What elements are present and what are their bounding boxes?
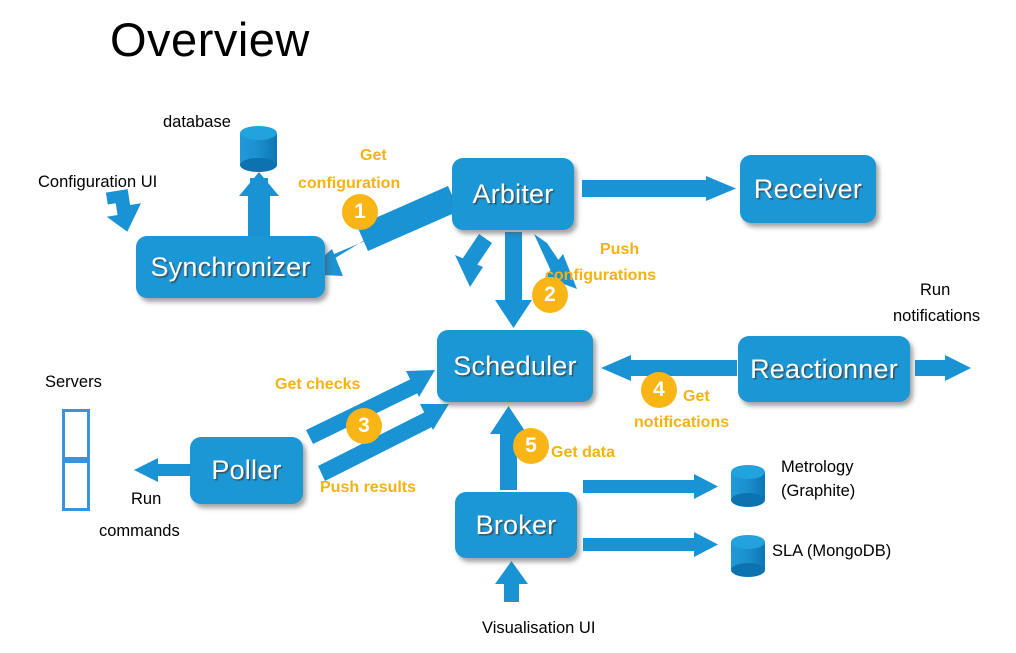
run-notifications-label-line1: Run	[920, 281, 951, 299]
arrow-broker-to-scheduler	[490, 406, 527, 490]
node-synchronizer-label: Synchronizer	[150, 251, 311, 282]
step-badge-5: 5	[513, 428, 549, 464]
step-badge-3: 3	[346, 408, 382, 444]
arrow-poller-to-scheduler-push-results	[318, 404, 449, 481]
cylinder-bottom	[240, 158, 277, 172]
arrow-poller-to-servers	[134, 458, 192, 482]
arrow-reactionner-run-notifications	[915, 355, 971, 381]
step-badge-5-number: 5	[525, 434, 537, 457]
arrow-arbiter-to-scheduler	[495, 232, 532, 328]
get-checks-label: Get checks	[275, 376, 361, 393]
server-icon-1	[62, 409, 90, 460]
node-poller-label: Poller	[211, 455, 282, 485]
node-poller[interactable]: Poller	[190, 437, 303, 504]
get-notifications-label-line2: notifications	[634, 414, 730, 431]
node-reactionner-label: Reactionner	[750, 353, 898, 384]
arrow-arbiter-fan-right	[534, 234, 577, 289]
page-title: Overview	[110, 13, 310, 66]
metrology-label-line1: Metrology	[781, 458, 854, 476]
arrow-visualisation-ui-to-broker	[495, 561, 528, 602]
get-configuration-label-line2: configuration	[298, 175, 401, 192]
step-badge-2: 2	[532, 277, 568, 313]
node-broker[interactable]: Broker	[455, 492, 577, 558]
cylinder-top	[731, 465, 765, 479]
node-synchronizer[interactable]: Synchronizer	[136, 236, 325, 298]
sla-label: SLA (MongoDB)	[772, 542, 892, 560]
cylinder-top	[240, 126, 277, 140]
step-badge-1-number: 1	[354, 200, 366, 223]
arrow-arbiter-to-synchronizer	[303, 186, 459, 276]
step-badge-2-number: 2	[544, 283, 556, 306]
arrow-arbiter-fan-left	[455, 234, 492, 287]
configuration-ui-label: Configuration UI	[38, 173, 158, 191]
database-icon-config	[240, 126, 277, 172]
step-badge-4: 4	[641, 372, 677, 408]
database-icon-sla	[731, 535, 765, 577]
run-commands-label-line2: commands	[99, 522, 180, 540]
get-data-label: Get data	[551, 444, 616, 461]
step-badge-1: 1	[342, 194, 378, 230]
arrow-broker-to-metrology	[583, 474, 718, 499]
node-reactionner[interactable]: Reactionner	[738, 336, 910, 402]
database-icon-metrology	[731, 465, 765, 507]
run-commands-label-line1: Run	[131, 490, 162, 508]
push-configurations-label-line1: Push	[600, 241, 640, 258]
arrow-configuration-ui-to-synchronizer	[105, 189, 141, 232]
arrow-synchronizer-to-database	[239, 172, 279, 240]
run-notifications-label-line2: notifications	[893, 307, 981, 325]
metrology-label-line2: (Graphite)	[781, 482, 856, 500]
arrow-broker-to-sla	[583, 532, 718, 557]
node-receiver-label: Receiver	[753, 173, 863, 204]
cylinder-top	[731, 535, 765, 549]
step-badge-4-number: 4	[653, 378, 665, 401]
get-notifications-label-line1: Get	[683, 388, 710, 405]
node-arbiter[interactable]: Arbiter	[452, 158, 574, 230]
get-configuration-label-line1: Get	[360, 147, 387, 164]
visualisation-ui-label: Visualisation UI	[482, 619, 596, 637]
node-scheduler-label: Scheduler	[453, 350, 577, 381]
node-broker-label: Broker	[475, 509, 557, 540]
database-label: database	[163, 113, 231, 131]
node-receiver[interactable]: Receiver	[740, 155, 876, 223]
arrow-arbiter-to-receiver	[582, 176, 736, 201]
push-results-label: Push results	[320, 479, 417, 496]
node-scheduler[interactable]: Scheduler	[437, 330, 593, 402]
servers-label: Servers	[45, 373, 102, 391]
step-badge-3-number: 3	[358, 414, 370, 437]
cylinder-bottom	[731, 563, 765, 577]
server-icon-2	[62, 460, 90, 511]
push-configurations-label-line2: configurations	[545, 267, 657, 284]
cylinder-bottom	[731, 493, 765, 507]
node-arbiter-label: Arbiter	[472, 178, 554, 209]
